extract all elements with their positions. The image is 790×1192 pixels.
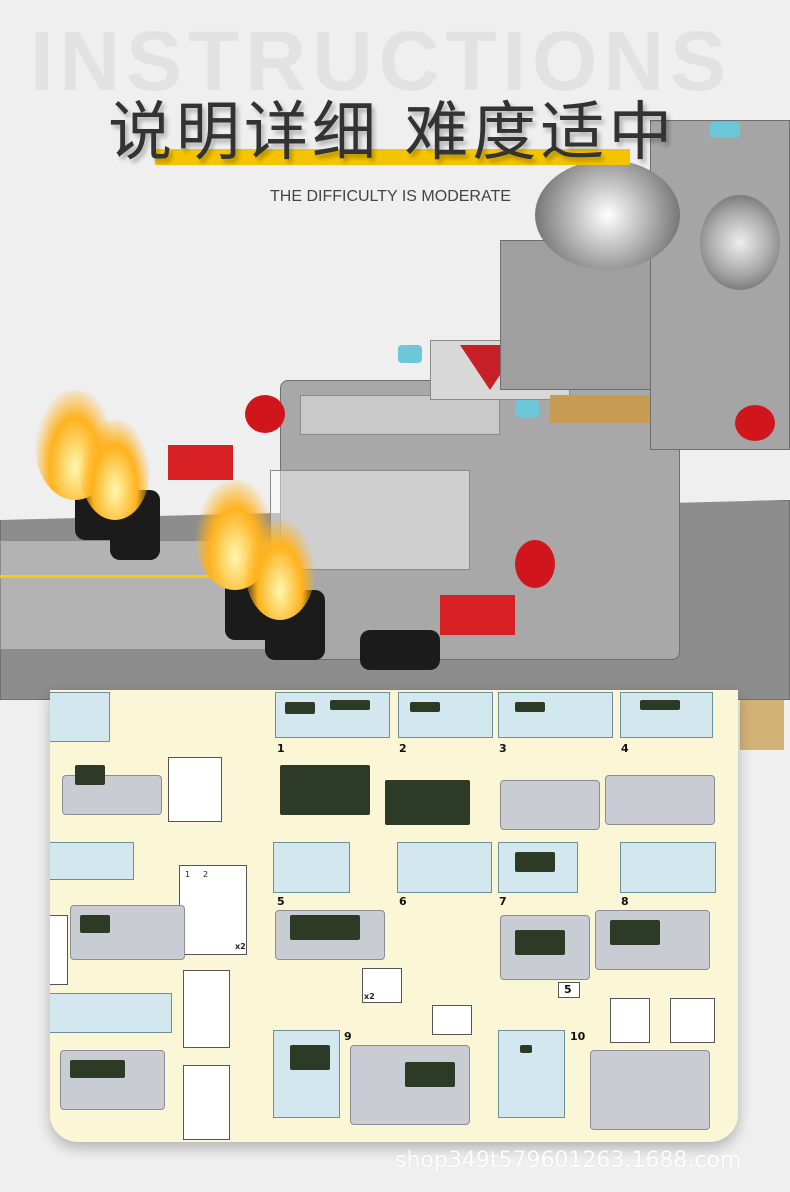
detail-box — [179, 865, 247, 955]
detail-box — [432, 1005, 472, 1035]
multiplier-label: x2 — [235, 942, 246, 951]
detail-box — [670, 998, 715, 1043]
detail-box — [168, 757, 222, 822]
step-reference-box — [558, 982, 580, 998]
parts-box — [50, 993, 172, 1033]
sub-step-label: 1 — [185, 870, 191, 879]
multiplier-label: x2 — [364, 992, 375, 1001]
detail-box — [50, 915, 68, 985]
parts-box — [50, 692, 110, 742]
parts-box — [620, 692, 713, 738]
detail-box — [610, 998, 650, 1043]
step-number: 5 — [277, 895, 285, 908]
step-number: 3 — [499, 742, 507, 755]
step-number: 2 — [399, 742, 407, 755]
headline: 说明详细 难度适中 — [108, 96, 677, 170]
step-number: 6 — [399, 895, 407, 908]
subtitle: THE DIFFICULTY IS MODERATE — [270, 188, 511, 205]
parts-box — [397, 842, 492, 893]
parts-box — [498, 1030, 565, 1118]
shop-url-watermark: shop349t579601263.1688.com — [395, 1148, 742, 1173]
detail-box — [183, 1065, 230, 1140]
headline-highlight — [155, 149, 630, 165]
step-number: 7 — [499, 895, 507, 908]
parts-box — [498, 692, 613, 738]
parts-box — [273, 1030, 340, 1118]
step-number: 9 — [344, 1030, 352, 1043]
step-number: 1 — [277, 742, 285, 755]
detail-box — [362, 968, 402, 1003]
step-number: 4 — [621, 742, 629, 755]
sub-step-label: 2 — [203, 870, 209, 879]
instruction-manual-panel: 1 2 3 4 5 6 7 8 9 10 5 1 2 x2 x2 — [50, 690, 738, 1142]
detail-box — [183, 970, 230, 1048]
parts-box — [275, 692, 390, 738]
parts-box — [620, 842, 716, 893]
step-reference: 5 — [564, 983, 572, 996]
watermark-text: INSTRUCTIONS — [30, 14, 732, 108]
step-number: 8 — [621, 895, 629, 908]
step-number: 10 — [570, 1030, 586, 1043]
parts-box — [398, 692, 493, 738]
parts-box — [273, 842, 350, 893]
parts-box — [50, 842, 134, 880]
